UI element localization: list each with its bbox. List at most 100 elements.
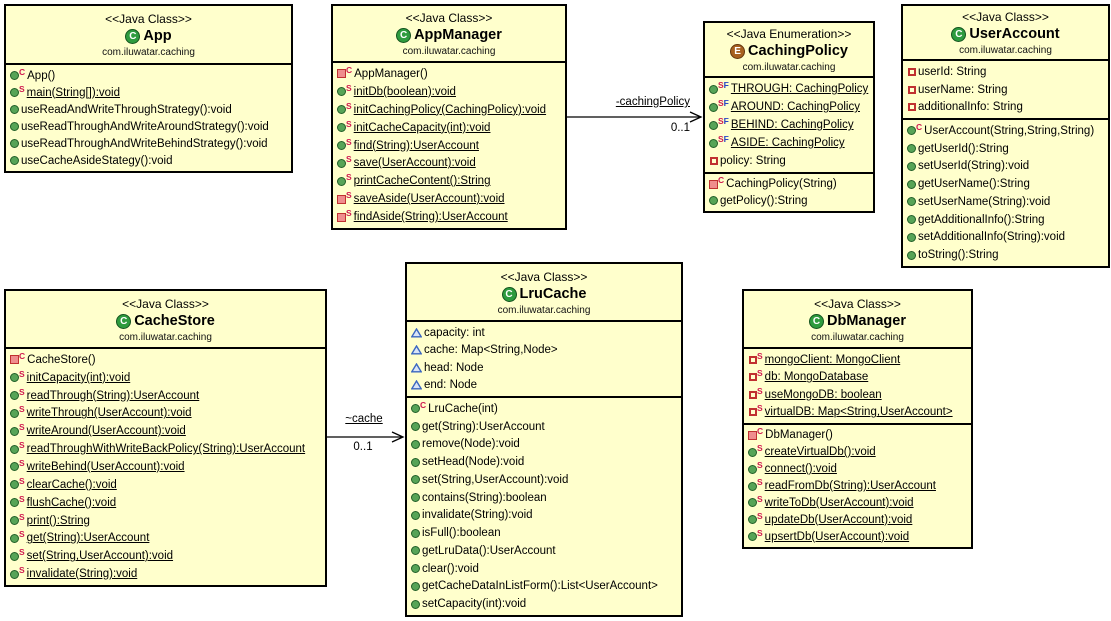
member-row[interactable]: userId: String [907,63,1106,81]
public-member-icon [411,564,420,574]
member-row[interactable]: getPolicy():String [709,193,871,210]
association-role-label[interactable]: -cachingPolicy [615,96,690,108]
member-label: useMongoDB: boolean [764,388,882,401]
private-field-icon [908,103,916,112]
member-label: DbManager() [765,429,833,442]
member-row[interactable]: remove(Node):void [411,436,679,454]
association-multiplicity-label[interactable]: 0..1 [353,441,373,453]
public-member-icon [748,515,757,525]
member-row[interactable]: getAdditionalInfo():String [907,211,1106,229]
member-row[interactable]: useReadAndWriteThroughStrategy():void [10,101,289,118]
member-row[interactable]: setUserName(String):void [907,193,1106,211]
member-row[interactable]: userName: String [907,81,1106,99]
member-row[interactable]: getUserId():String [907,140,1106,158]
member-row[interactable]: setUserId(String):void [907,158,1106,176]
member-row[interactable]: set(String,UserAccount):void [411,471,679,489]
public-member-icon [411,457,420,467]
member-row[interactable]: getCacheDataInListForm():List<UserAccoun… [411,578,679,596]
member-row[interactable]: getLruData():UserAccount [411,542,679,560]
member-row[interactable]: useReadThroughAndWriteBehindStrategy():v… [10,135,289,152]
public-member-icon [709,120,718,130]
member-row[interactable]: toString():String [907,246,1106,264]
private-member-icon [748,430,757,440]
member-row[interactable]: clear():void [411,560,679,578]
member-row[interactable]: end: Node [411,377,679,395]
member-row[interactable]: setAdditionalInfo(String):void [907,229,1106,247]
public-member-icon [907,232,916,242]
member-row[interactable]: capacity: int [411,324,679,342]
member-row[interactable]: contains(String):boolean [411,489,679,507]
member-row[interactable]: getUserName():String [907,175,1106,193]
member-row[interactable]: head: Node [411,359,679,377]
association-multiplicity-label[interactable]: 0..1 [670,122,690,134]
member-row[interactable]: isFull():boolean [411,524,679,542]
class-icon: C [125,29,141,44]
member-row[interactable]: get(String):UserAccount [411,418,679,436]
member-row[interactable]: invalidate(String):void [411,507,679,525]
member-label: initCachingPolicy(CachingPolicy):void [353,103,547,116]
member-row[interactable]: policy: String [709,152,871,170]
member-label: getLruData():UserAccount [422,544,556,557]
package-name: com.iluwatar.caching [959,45,1052,56]
member-row[interactable]: setCapacity(int):void [411,595,679,613]
member-row[interactable]: useCacheAsideStategy():void [10,152,289,169]
modifier-S-marker: S [346,154,352,165]
public-member-icon [709,102,718,112]
member-row[interactable]: cache: Map<String,Node> [411,342,679,360]
public-member-icon [748,498,757,508]
association-role-label[interactable]: ~cache [345,413,383,425]
member-row[interactable]: setHead(Node):void [411,453,679,471]
member-row[interactable]: additionalInfo: String [907,98,1106,116]
member-row[interactable]: useReadThroughAndWriteAroundStrategy():v… [10,118,289,135]
